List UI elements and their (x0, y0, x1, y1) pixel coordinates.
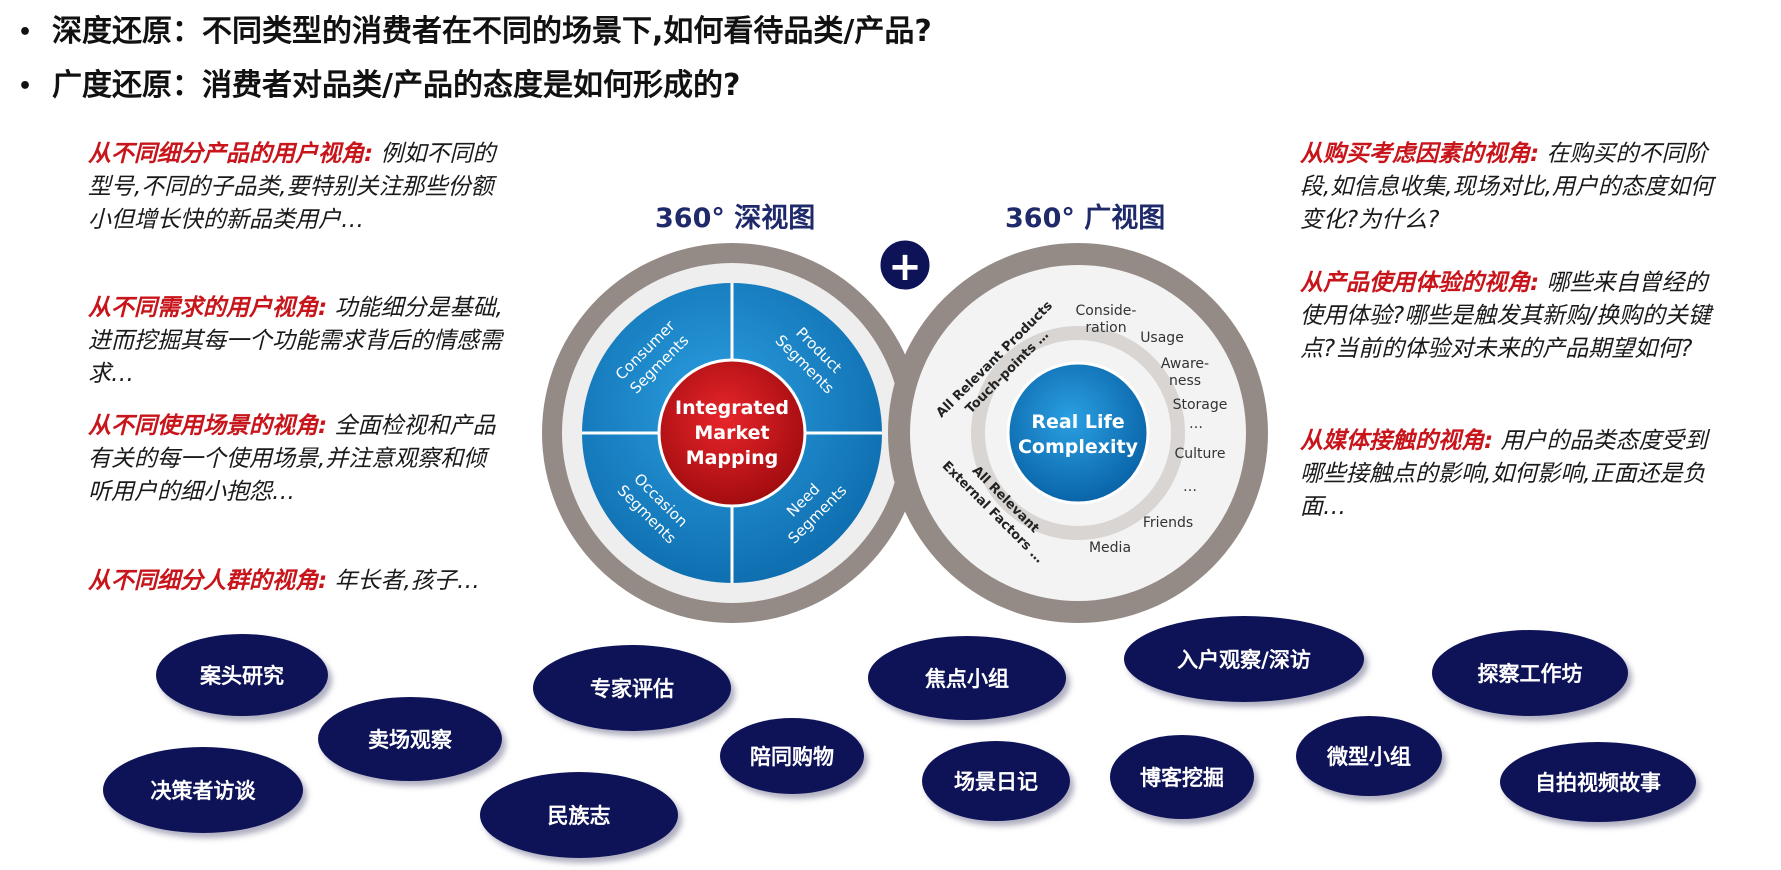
wide-item-ellipsis-2: … (1183, 479, 1197, 495)
wide-item-awareness-2: ness (1169, 373, 1201, 389)
right-note-media: 从媒体接触的视角: 用户的品类态度受到哪些接触点的影响,如何影响,正面还是负面… (1300, 425, 1720, 524)
method-blog-mining: 博客挖掘 (1110, 735, 1254, 819)
wide-item-awareness-1: Aware- (1161, 356, 1209, 372)
deep-center-line-3: Mapping (686, 447, 779, 469)
quadrant-consumer-line-1: Consumer (612, 316, 679, 383)
plus-symbol: + (888, 244, 922, 290)
wide-inner-ring (971, 326, 1185, 540)
deep-view-title: 360° 深视图 (655, 203, 816, 234)
wide-inner-disc (910, 265, 1246, 601)
note-body: 功能细分是基础,进而挖掘其每一个功能需求背后的情感需求… (88, 295, 503, 387)
wide-item-consideration-1: Conside- (1076, 303, 1137, 319)
deep-outer-ring (542, 243, 922, 623)
wide-arc-bottom-line-2: External Factors … (939, 459, 1047, 567)
method-expert-assessment: 专家评估 (533, 645, 731, 731)
quadrant-need-line-2: Segments (784, 481, 850, 547)
plus-icon (877, 237, 933, 293)
quadrant-product-line-2: Segments (772, 331, 838, 397)
wide-item-media: Media (1089, 540, 1131, 556)
left-note-demographic: 从不同细分人群的视角: 年长者,孩子… (88, 565, 488, 598)
note-body: 哪些来自曾经的使用体验?哪些是触发其新购/换购的关键点?当前的体验对未来的产品期… (1300, 270, 1711, 362)
wide-item-ellipsis-1: … (1189, 416, 1203, 432)
wide-center-line-2: Complexity (1018, 436, 1139, 458)
wide-item-culture: Culture (1175, 446, 1226, 462)
quadrant-occasion-line-2: Segments (614, 481, 680, 547)
left-note-product-segments: 从不同细分产品的用户视角: 例如不同的型号,不同的子品类,要特别关注那些份额小但… (88, 138, 508, 237)
wide-outer-ring (888, 243, 1268, 623)
method-shop-along: 陪同购物 (720, 718, 864, 794)
note-head: 从产品使用体验的视角: (1300, 270, 1540, 296)
wide-item-friends: Friends (1143, 515, 1193, 531)
bullet-depth: • 深度还原：不同类型的消费者在不同的场景下,如何看待品类/产品? (18, 6, 932, 50)
note-body: 用户的品类态度受到哪些接触点的影响,如何影响,正面还是负面… (1300, 428, 1708, 520)
wide-arc-top-line-2: Touch-points … (963, 328, 1052, 417)
wide-item-usage: Usage (1140, 330, 1184, 346)
bullet-dot: • (18, 20, 33, 45)
quadrant-occasion-line-1: Occasion (630, 470, 691, 531)
note-head: 从不同使用场景的视角: (88, 413, 328, 439)
bullet-breadth-text: 广度还原：消费者对品类/产品的态度是如何形成的? (52, 68, 741, 103)
method-decision-maker-interview: 决策者访谈 (103, 747, 303, 833)
right-note-usage: 从产品使用体验的视角: 哪些来自曾经的使用体验?哪些是触发其新购/换购的关键点?… (1300, 267, 1720, 366)
method-selfie-video-story: 自拍视频故事 (1500, 742, 1696, 822)
method-scenario-diary: 场景日记 (922, 741, 1070, 821)
wide-center-disc (1006, 361, 1150, 505)
note-head: 从媒体接触的视角: (1300, 428, 1494, 454)
method-ethnography: 民族志 (480, 772, 678, 858)
bullet-depth-text: 深度还原：不同类型的消费者在不同的场景下,如何看待品类/产品? (52, 14, 932, 49)
right-note-purchase: 从购买考虑因素的视角: 在购买的不同阶段,如信息收集,现场对比,用户的态度如何变… (1300, 138, 1720, 237)
deep-center-red-disc (657, 358, 807, 508)
method-store-observation: 卖场观察 (318, 697, 502, 781)
wide-view-title: 360° 广视图 (1005, 203, 1166, 234)
deep-blue-disc (582, 283, 882, 583)
deep-view-circle: Integrated Market Mapping Consumer Segme… (542, 243, 922, 623)
method-exploration-workshop: 探察工作坊 (1432, 630, 1628, 716)
note-body: 年长者,孩子… (334, 568, 480, 594)
left-note-need-segments: 从不同需求的用户视角: 功能细分是基础,进而挖掘其每一个功能需求背后的情感需求… (88, 292, 508, 391)
note-head: 从不同细分人群的视角: (88, 568, 328, 594)
note-body: 在购买的不同阶段,如信息收集,现场对比,用户的态度如何变化?为什么? (1300, 141, 1713, 233)
wide-view-circle: Real Life Complexity All Relevant Produc… (888, 243, 1268, 623)
bullet-dot: • (18, 74, 33, 99)
deep-center-line-1: Integrated (675, 397, 789, 419)
bullet-breadth: • 广度还原：消费者对品类/产品的态度是如何形成的? (18, 60, 740, 104)
deep-center-line-2: Market (694, 422, 769, 444)
note-head: 从不同细分产品的用户视角: (88, 141, 374, 167)
left-note-occasion: 从不同使用场景的视角: 全面检视和产品有关的每一个使用场景,并注意观察和倾听用户… (88, 410, 508, 509)
wide-item-consideration-2: ration (1085, 320, 1126, 336)
wide-center-line-1: Real Life (1031, 411, 1124, 433)
method-desk-research: 案头研究 (156, 634, 328, 716)
quadrant-product-line-1: Product (792, 324, 845, 377)
note-body: 例如不同的型号,不同的子品类,要特别关注那些份额小但增长快的新品类用户… (88, 141, 496, 233)
note-body: 全面检视和产品有关的每一个使用场景,并注意观察和倾听用户的细小抱怨… (88, 413, 496, 505)
plus-connector: + (877, 237, 933, 293)
method-home-visit-interview: 入户观察/深访 (1124, 616, 1364, 702)
wide-item-storage: Storage (1173, 397, 1228, 413)
method-focus-group: 焦点小组 (868, 636, 1066, 720)
deep-ring-inner-band (562, 263, 902, 603)
wide-arc-top-line-1: All Relevant Products (934, 298, 1056, 420)
quadrant-consumer-line-2: Segments (626, 331, 692, 397)
method-mini-group: 微型小组 (1296, 716, 1442, 796)
note-head: 从不同需求的用户视角: (88, 295, 328, 321)
note-head: 从购买考虑因素的视角: (1300, 141, 1540, 167)
wide-arc-bottom-line-1: All Relevant (969, 463, 1042, 536)
quadrant-need-line-1: Need (783, 480, 823, 520)
